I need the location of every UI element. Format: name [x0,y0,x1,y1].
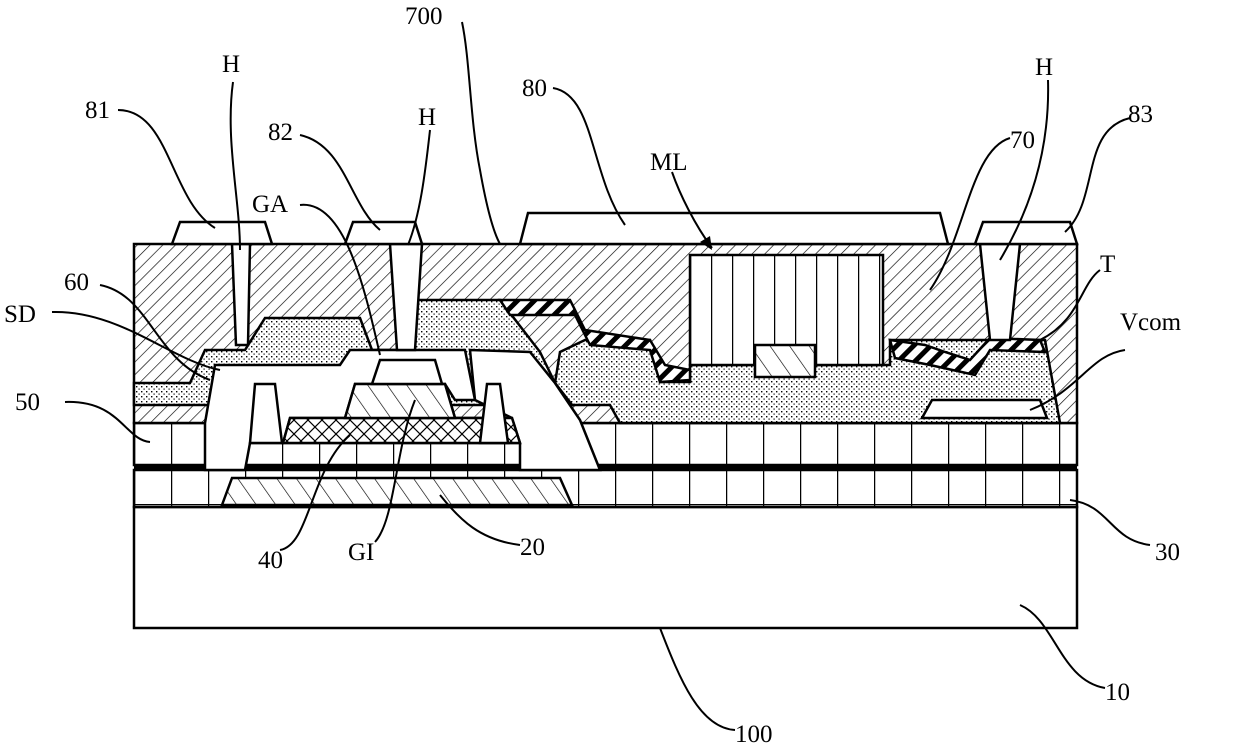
label-h-left: H [222,51,240,78]
leader-30 [1070,500,1150,545]
label-h-mid: H [418,104,436,131]
leader-82 [300,135,380,230]
label-ml: ML [650,149,688,176]
label-50: 50 [15,389,40,416]
label-40: 40 [258,547,283,574]
label-70: 70 [1010,127,1035,154]
label-30: 30 [1155,539,1180,566]
ml-inner-block [755,345,815,377]
label-700: 700 [405,3,443,30]
label-100: 100 [735,721,773,748]
leader-700 [462,22,500,244]
leader-100 [660,628,735,730]
label-20: 20 [520,534,545,561]
via-hole-mid [390,244,422,350]
contact-pillar-left [250,384,282,443]
via-hole-left [232,244,250,345]
gi-top [345,384,455,418]
gate-electrode-20 [222,478,572,505]
label-80: 80 [522,75,547,102]
leader-80 [553,88,625,225]
label-h-right: H [1035,54,1053,81]
leader-81 [118,110,215,228]
label-10: 10 [1105,679,1130,706]
label-60: 60 [64,269,89,296]
label-82: 82 [268,119,293,146]
label-vcom: Vcom [1120,309,1182,336]
label-t: T [1100,251,1115,278]
pad-80 [520,213,948,244]
label-83: 83 [1128,101,1153,128]
common-electrode-Vcom [922,400,1047,418]
label-ga: GA [252,191,288,218]
pad-83 [975,222,1077,244]
ga-top [372,360,442,384]
leader-83 [1065,118,1130,232]
label-81: 81 [85,97,110,124]
label-gi: GI [348,539,374,566]
pad-81 [172,222,272,244]
label-sd: SD [4,301,36,328]
